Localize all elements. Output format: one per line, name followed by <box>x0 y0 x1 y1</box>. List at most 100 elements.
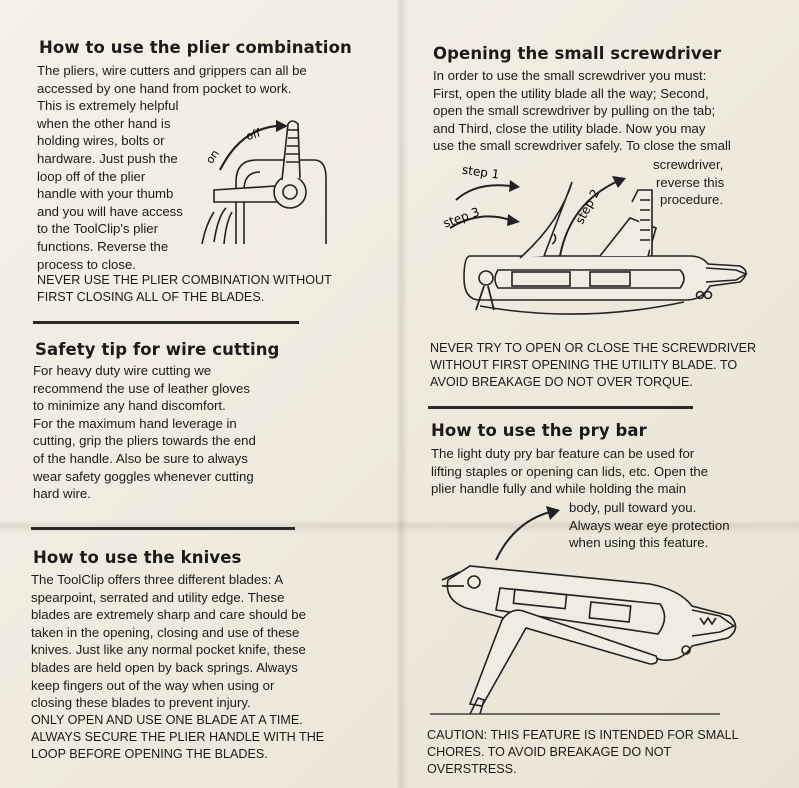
knives-paragraph: The ToolClip offers three different blad… <box>31 571 306 712</box>
loop-lever-grip <box>286 129 299 163</box>
knives-warning: ONLY OPEN AND USE ONE BLADE AT A TIME. A… <box>31 712 324 763</box>
plier-jaw <box>705 267 748 283</box>
safety-line: to minimize any hand discomfort. <box>33 398 226 414</box>
step2-arrowhead <box>612 176 626 188</box>
safety-line: For heavy duty wire cutting we <box>33 363 212 378</box>
loop-ring <box>467 575 481 589</box>
pivot-circle <box>695 290 705 300</box>
safety-section: Safety tip for wire cutting <box>35 340 279 359</box>
plier-line: and you will have access <box>37 203 183 219</box>
hand-finger <box>201 207 233 244</box>
loop-clip <box>475 285 495 311</box>
on-label: on <box>203 147 222 166</box>
plier-heading: How to use the plier combination <box>39 38 352 57</box>
safety-line: For the maximum hand leverage in <box>33 415 237 431</box>
jaw-teeth <box>699 616 717 626</box>
plier-paragraph: The pliers, wire cutters and grippers ca… <box>37 62 307 273</box>
body-slot <box>512 588 568 610</box>
rotate-arrow <box>219 124 277 171</box>
plier-handle <box>468 609 658 707</box>
pivot-circle <box>681 645 691 655</box>
plier-warning: NEVER USE THE PLIER COMBINATION WITHOUT … <box>37 272 332 306</box>
plier-line: handle with your thumb <box>37 186 174 202</box>
plier-line: holding wires, bolts or <box>37 133 165 149</box>
prybar-side-text: body, pull toward you. Always wear eye p… <box>569 499 730 552</box>
off-label: off <box>245 126 263 143</box>
prybar-line: plier handle fully and while holding the… <box>431 481 687 497</box>
screwdriver-paragraph: In order to use the small screwdriver yo… <box>433 67 731 155</box>
plier-line: This is extremely helpful <box>37 98 179 114</box>
prybar-side-line: body, pull toward you. <box>569 500 697 515</box>
blade-notch <box>551 233 557 245</box>
screwdriver-warning-line: AVOID BREAKAGE DO NOT OVER TORQUE. <box>430 375 693 389</box>
loop-clip <box>441 571 464 587</box>
plier-section: How to use the plier combination <box>39 38 352 57</box>
step3-arrowhead <box>507 214 520 226</box>
screwdriver-line: In order to use the small screwdriver yo… <box>433 68 707 83</box>
screwdriver-warning-line: WITHOUT FIRST OPENING THE UTILITY BLADE.… <box>430 358 738 372</box>
screwdriver-warning-line: NEVER TRY TO OPEN OR CLOSE THE SCREWDRIV… <box>430 341 757 355</box>
knives-section: How to use the knives <box>33 548 241 567</box>
screwdriver-side-line: screwdriver, <box>653 157 724 172</box>
screwdriver-line: use the small screwdriver safely. To clo… <box>433 138 731 154</box>
prybar-side-line: when using this feature. <box>569 535 709 551</box>
knives-warning-line: LOOP BEFORE OPENING THE BLADES. <box>31 747 268 761</box>
knives-line: spearpoint, serrated and utility edge. T… <box>31 589 285 605</box>
knives-warning-line: ALWAYS SECURE THE PLIER HANDLE WITH THE <box>31 730 325 744</box>
screwdriver-side-line: procedure. <box>660 192 724 208</box>
safety-line: recommend the use of leather gloves <box>33 380 250 396</box>
prybar-caution-line: OVERSTRESS. <box>427 762 517 776</box>
safety-line: cutting, grip the pliers towards the end <box>33 433 256 449</box>
loop-ring <box>273 175 307 209</box>
plier-jaw <box>691 609 736 637</box>
pry-arc <box>479 301 685 315</box>
tool-body-inner <box>494 269 685 289</box>
plier-line: loop off of the plier <box>37 168 146 184</box>
knives-line: keep fingers out of the way when using o… <box>31 677 275 693</box>
knives-line: The ToolClip offers three different blad… <box>31 572 284 587</box>
prybar-side-line: Always wear eye protection <box>569 517 730 533</box>
body-slot <box>511 271 571 287</box>
loop-lever <box>281 120 301 181</box>
tool-handle-inner <box>243 171 261 244</box>
loop-ring-inner <box>282 184 298 200</box>
pull-arrowhead <box>546 506 560 520</box>
knives-line: knives. Just like any normal pocket knif… <box>31 642 306 658</box>
divider <box>428 406 693 409</box>
step1-label: step 1 <box>461 163 500 182</box>
plier-line: to the ToolClip's plier <box>37 221 159 237</box>
prybar-line: lifting staples or opening can lids, etc… <box>431 463 709 479</box>
plier-warning-line: FIRST CLOSING ALL OF THE BLADES. <box>37 290 265 304</box>
safety-line: of the handle. Also be sure to always <box>33 450 248 466</box>
screwdriver-line: open the small screwdriver by pulling on… <box>433 103 716 119</box>
knives-line: taken in the opening, closing and use of… <box>31 624 300 640</box>
screwdriver-line: and Third, close the utility blade. Now … <box>433 120 706 136</box>
body-slot <box>589 271 631 287</box>
step3-label: step 3 <box>441 205 481 231</box>
pull-arrow <box>495 511 551 561</box>
safety-line: wear safety goggles whenever cutting <box>33 468 254 484</box>
step1-arrowhead <box>509 180 520 192</box>
screwdriver-illustration: step 1 step 2 step 3 <box>441 163 748 315</box>
knives-warning-line: ONLY OPEN AND USE ONE BLADE AT A TIME. <box>31 713 303 727</box>
safety-paragraph: For heavy duty wire cutting we recommend… <box>33 362 256 503</box>
plier-line: process to close. <box>37 256 136 272</box>
utility-blade <box>519 181 573 259</box>
safety-line: hard wire. <box>33 486 91 502</box>
prybar-section: How to use the pry bar <box>431 421 647 440</box>
pry-tip <box>469 697 485 715</box>
step1-arrow <box>455 184 511 201</box>
knives-line: closing these blades to prevent injury. <box>31 695 251 711</box>
prybar-heading: How to use the pry bar <box>431 421 647 440</box>
screwdriver-side-text: screwdriver, reverse this procedure. <box>653 156 724 209</box>
rotate-arrowhead <box>276 120 288 132</box>
plier-line: The pliers, wire cutters and grippers ca… <box>37 63 307 78</box>
prybar-caution-line: CHORES. TO AVOID BREAKAGE DO NOT <box>427 745 672 759</box>
screwdriver-section: Opening the small screwdriver <box>433 44 721 63</box>
knives-heading: How to use the knives <box>33 548 242 567</box>
plier-line: hardware. Just push the <box>37 150 178 166</box>
knives-line: blades are extremely sharp and care shou… <box>31 607 306 623</box>
divider <box>31 527 295 530</box>
prybar-illustration <box>430 506 737 715</box>
prybar-line: The light duty pry bar feature can be us… <box>431 446 695 461</box>
